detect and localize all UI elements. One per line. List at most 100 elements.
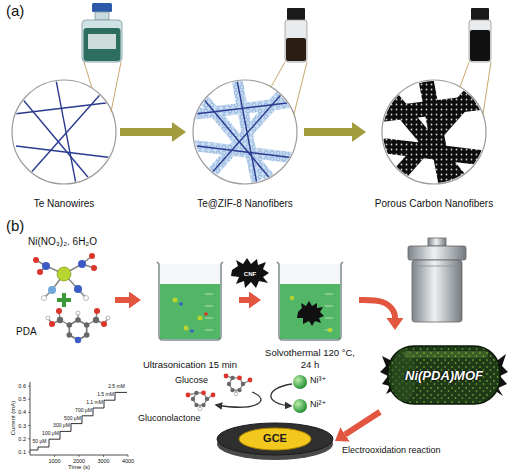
- coated-fiber-circle: [193, 80, 297, 184]
- concentration-note: 700 μM: [75, 408, 92, 414]
- leader-line: [294, 62, 307, 114]
- process-arrow: [304, 128, 352, 136]
- axis-tick: 0.2: [18, 436, 26, 442]
- precursor-group: Ni(NO₃)₂. 6H₂O PDA: [10, 236, 115, 362]
- node-label: Ultrasonication 15 min: [143, 359, 237, 370]
- beaker: [297, 301, 324, 326]
- node-label: PDA: [16, 326, 37, 338]
- edge-label: Electrooxidation reaction: [340, 446, 443, 456]
- process-arrow: [359, 300, 395, 318]
- pda-molecule: [94, 308, 100, 314]
- gluconolactone-molecule: [191, 397, 195, 401]
- coated-fiber-circle: [195, 80, 295, 184]
- redox-arrow: [271, 384, 292, 406]
- electrode-disk-outline: [217, 423, 333, 455]
- nanowire-circle: [12, 80, 116, 184]
- concentration-note: 1.5 mM: [97, 392, 114, 398]
- reagent-bottle: [88, 34, 116, 49]
- process-arrow: [345, 412, 380, 435]
- electrode-disk-outline: [239, 428, 311, 450]
- sample-vial: [471, 8, 489, 20]
- autoclave: [412, 260, 462, 322]
- reagent-bottle: [95, 12, 109, 20]
- mof-fiber-outline: [404, 351, 488, 358]
- glucose-molecule: [230, 388, 234, 392]
- nickel-ion-sphere: [293, 375, 307, 413]
- nickel-nitrate-molecule: [89, 253, 95, 259]
- axis-tick: 0.4: [18, 409, 26, 415]
- nanowire-circle: [14, 80, 114, 184]
- amperometric-plot: [28, 386, 128, 457]
- panel-label: (a): [6, 3, 24, 20]
- concentration-note: 500 μM: [64, 416, 81, 422]
- process-arrow: [120, 128, 172, 136]
- ion-label: Ni³⁺: [310, 376, 326, 386]
- node-label: Ni(PDA)MOF: [405, 368, 483, 384]
- axis-tick: 0.3: [18, 423, 26, 429]
- process-arrow: [239, 297, 249, 303]
- beaker: [190, 329, 194, 333]
- electrode-disk-outline: [215, 420, 335, 462]
- carbon-fiber-circle: [384, 80, 484, 184]
- axis-title: Current (mA): [10, 401, 17, 436]
- reagent-bottle: [82, 3, 122, 62]
- gluconolactone-molecule: [186, 391, 216, 411]
- process-arrow: [115, 297, 129, 303]
- concentration-note: 2.5 mM: [108, 384, 125, 390]
- sample-vial: [285, 8, 491, 62]
- material-circle: Porous Carbon Nanofibers: [366, 78, 502, 210]
- node-label: Te@ZIF-8 Nanofibers: [197, 198, 293, 210]
- pda-molecule: [57, 317, 63, 323]
- node-label: Te Nanowires: [34, 198, 95, 210]
- molecule-label: Glucose: [175, 376, 208, 386]
- glucose-molecule: [237, 376, 242, 381]
- glucose-molecule: [227, 382, 231, 386]
- nickel-nitrate-molecule: [57, 267, 71, 281]
- pda-molecule: [93, 317, 99, 323]
- pda-molecule: [76, 311, 80, 315]
- gluconolactone-molecule: [205, 397, 209, 401]
- node-label: GCE: [263, 432, 287, 450]
- amperometric-plot: [28, 425, 30, 426]
- leader-line: [271, 62, 285, 87]
- pda-molecule: [84, 322, 90, 328]
- axis-tick: 3000: [97, 458, 109, 464]
- coated-fiber-circle: [195, 80, 295, 184]
- glucose-molecule: [248, 378, 253, 383]
- axis-tick: 4000: [122, 458, 134, 464]
- node-label: Ni(NO₃)₂. 6H₂O: [28, 236, 97, 248]
- pda-molecule: [75, 337, 81, 343]
- node-label: Solvothermal 120 °C, 24 h: [261, 347, 359, 370]
- amperometric-plot: [103, 455, 104, 457]
- nanowire-circle: [12, 80, 116, 184]
- mof-fiber-outline: [380, 330, 508, 422]
- autoclave: [408, 238, 466, 322]
- amperometric-plot: [28, 399, 30, 400]
- nickel-nitrate-molecule: [84, 296, 89, 301]
- gluconolactone-molecule: [186, 393, 191, 398]
- pda-molecule: [67, 322, 73, 328]
- material-circle: Te@ZIF-8 Nanofibers: [186, 78, 304, 210]
- amperometric-plot: [28, 412, 30, 413]
- nickel-nitrate-molecule: [48, 286, 56, 294]
- reagent-bottle: [82, 20, 122, 62]
- nickel-nitrate-molecule: [42, 296, 47, 301]
- glucose-molecule: [234, 392, 238, 396]
- leader-line: [483, 62, 491, 114]
- glucose-molecule: [226, 376, 250, 394]
- leader-line: [84, 62, 92, 88]
- beaker-step: Ultrasonication 15 min: [141, 258, 239, 370]
- carbon-nanofiber-bundle: [231, 258, 269, 288]
- glucose-molecule: [237, 388, 241, 392]
- nickel-ion-sphere: [293, 375, 307, 389]
- pda-molecule: [101, 321, 107, 327]
- nickel-nitrate-molecule: [37, 269, 43, 275]
- axis-tick: 1000: [48, 458, 60, 464]
- sample-vial: [470, 30, 490, 61]
- nickel-nitrate-molecule: [78, 260, 86, 268]
- pda-molecule: [75, 317, 81, 323]
- amperometric-plot: [79, 455, 80, 457]
